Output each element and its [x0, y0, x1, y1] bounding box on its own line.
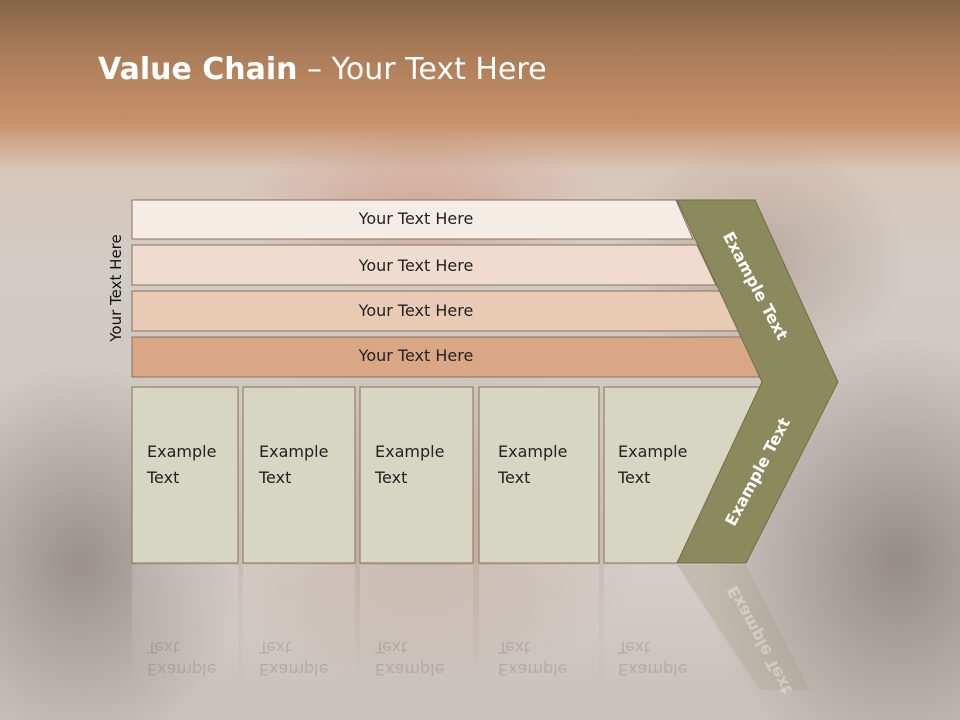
cell-5-reflection [604, 565, 760, 695]
cell-3 [359, 386, 474, 564]
row-label-2: Your Text Here [358, 256, 474, 275]
row-label-1: Your Text Here [358, 209, 474, 228]
cell-1-reflection [132, 565, 238, 695]
row-label-4: Your Text Here [358, 346, 474, 365]
cell-label-5: Example Text [618, 442, 688, 487]
cell-reflection-label-3: Example Text [375, 638, 445, 679]
title-bold: Value Chain [98, 52, 298, 87]
cell-reflection-label-4: Example Text [498, 638, 568, 679]
row-bar-2 [131, 244, 717, 286]
cell-1 [131, 386, 239, 564]
cell-reflection-label-5: Example Text [618, 638, 688, 679]
row-label-3: Your Text Here [358, 301, 474, 320]
row-bar-1 [131, 199, 694, 240]
chevron-reflection [677, 565, 810, 690]
cell-2 [242, 386, 356, 564]
title-rest: – Your Text Here [297, 52, 547, 87]
slide-title: Value Chain – Your Text Here [98, 52, 547, 87]
header-band [0, 0, 960, 140]
cell-4-reflection [479, 565, 599, 695]
cell-label-4: Example Text [498, 442, 568, 487]
cell-label-3: Example Text [375, 442, 445, 487]
cell-4 [478, 386, 600, 564]
cell-label-1: Example Text [147, 442, 217, 487]
reflection-group [132, 565, 810, 695]
cell-label-2: Example Text [259, 442, 329, 487]
cell-reflection-label-1: Example Text [147, 638, 217, 679]
cell-reflection-label-2: Example Text [259, 638, 329, 679]
cell-3-reflection [360, 565, 473, 695]
cell-2-reflection [243, 565, 355, 695]
chevron-arrow [676, 199, 839, 564]
